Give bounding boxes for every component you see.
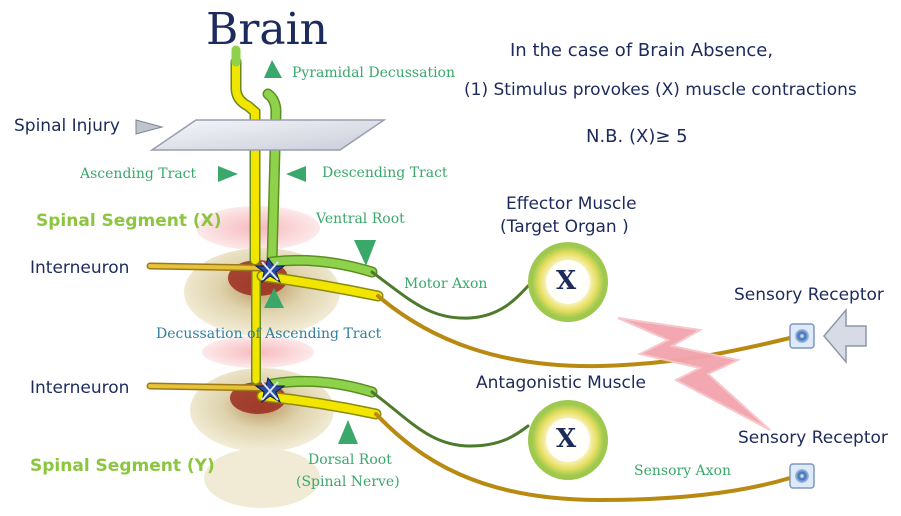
- pyramidal-decussation-arrow-icon: [264, 60, 282, 78]
- label-ventral-root: Ventral Root: [316, 212, 405, 226]
- ascending-tract-arrow-icon: [218, 166, 238, 182]
- note-line-2: (1) Stimulus provokes (X) muscle contrac…: [464, 82, 857, 99]
- label-antagonistic-muscle: Antagonistic Muscle: [476, 375, 646, 392]
- label-spinal-injury: Spinal Injury: [14, 118, 120, 135]
- motor-axon-lower: [372, 392, 528, 446]
- label-interneuron-lower: Interneuron: [30, 380, 129, 397]
- stimulus-arrow-icon: [824, 310, 866, 362]
- label-dorsal-root: Dorsal Root: [308, 453, 392, 467]
- sensory-receptor-upper-icon: [790, 324, 814, 348]
- dorsal-root-arrow-icon: [338, 420, 358, 444]
- label-decussation-ascending: Decussation of Ascending Tract: [156, 327, 381, 341]
- label-ascending-tract: Ascending Tract: [80, 167, 196, 181]
- spinal-injury-plate: [152, 120, 384, 150]
- label-sensory-axon: Sensory Axon: [634, 464, 731, 478]
- note-line-1: In the case of Brain Absence,: [510, 42, 773, 60]
- label-spinal-segment-x: Spinal Segment (X): [36, 213, 222, 230]
- note-line-3: N.B. (X)≥ 5: [586, 128, 688, 146]
- ventral-root-arrow-icon: [354, 240, 376, 266]
- label-spinal-nerve: (Spinal Nerve): [296, 475, 400, 489]
- sensory-receptor-lower-icon: [790, 464, 814, 488]
- spinal-injury-arrow-icon: [136, 120, 162, 134]
- label-motor-axon: Motor Axon: [404, 277, 487, 291]
- label-sensory-receptor-lower: Sensory Receptor: [738, 430, 888, 447]
- antagonistic-muscle-mark: X: [556, 426, 576, 452]
- label-interneuron-upper: Interneuron: [30, 260, 129, 277]
- label-target-organ: (Target Organ ): [500, 219, 629, 236]
- upper-roots: [262, 260, 790, 366]
- label-descending-tract: Descending Tract: [322, 166, 448, 180]
- label-effector-muscle: Effector Muscle: [506, 196, 637, 213]
- descending-tract-arrow-icon: [286, 166, 306, 182]
- label-pyramidal-decussation: Pyramidal Decussation: [292, 66, 455, 80]
- page-title: Brain: [206, 8, 328, 52]
- label-sensory-receptor-upper: Sensory Receptor: [734, 287, 884, 304]
- label-spinal-segment-y: Spinal Segment (Y): [30, 458, 215, 475]
- effector-muscle-mark: X: [556, 268, 576, 294]
